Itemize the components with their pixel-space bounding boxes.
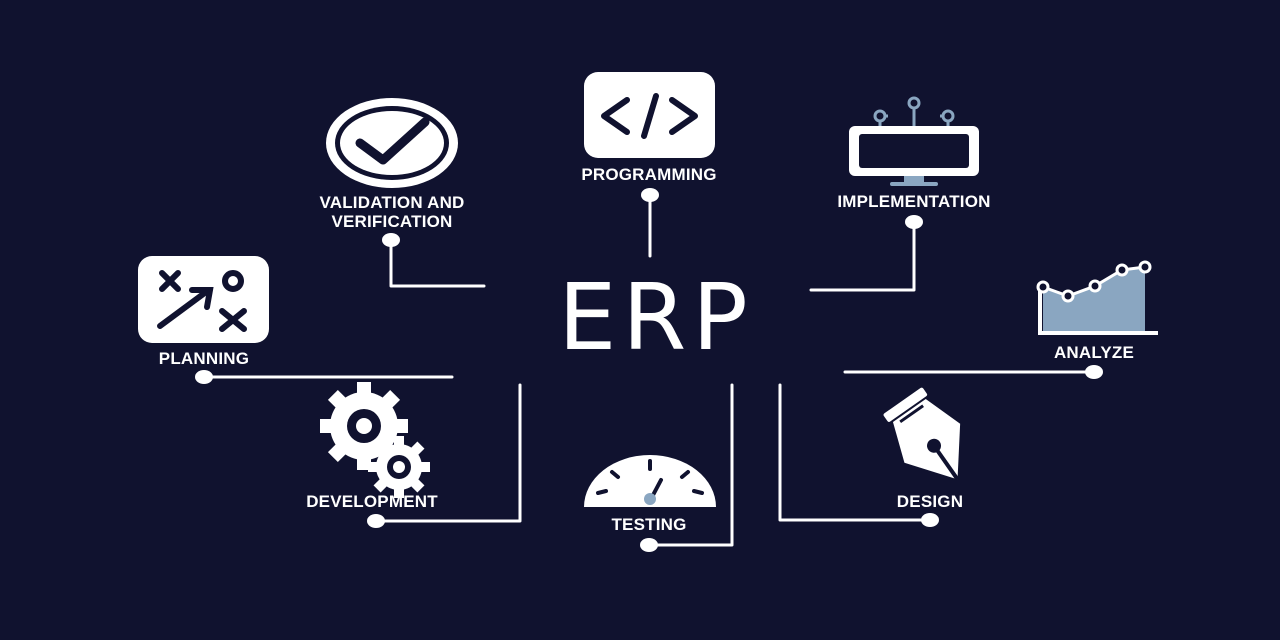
label-validation: VALIDATION AND VERIFICATION bbox=[319, 193, 464, 231]
monitor-icon bbox=[849, 96, 979, 186]
checkmark-icon bbox=[326, 98, 458, 188]
connector-testing bbox=[647, 383, 734, 547]
label-programming: PROGRAMMING bbox=[581, 165, 717, 184]
label-validation-line1: VALIDATION AND bbox=[319, 193, 465, 212]
label-implementation: IMPLEMENTATION bbox=[837, 192, 991, 211]
gauge-icon bbox=[584, 455, 716, 507]
connector-dot-validation bbox=[382, 233, 400, 247]
label-testing: TESTING bbox=[611, 515, 687, 534]
strategy-board-icon bbox=[138, 256, 269, 343]
erp-title: ERP bbox=[558, 264, 754, 371]
pen-nib-icon bbox=[883, 387, 961, 481]
label-analyze: ANALYZE bbox=[1053, 343, 1135, 362]
connector-dot-analyze bbox=[1085, 365, 1103, 379]
gears-icon bbox=[320, 382, 430, 498]
connector-dot-testing bbox=[640, 538, 658, 552]
label-validation-line2: VERIFICATION bbox=[331, 212, 453, 231]
connector-dot-programming bbox=[641, 188, 659, 202]
connector-dot-implementation bbox=[905, 215, 923, 229]
connector-design bbox=[778, 383, 932, 522]
code-icon bbox=[584, 72, 715, 158]
connector-validation bbox=[389, 239, 486, 288]
connector-dot-design bbox=[921, 513, 939, 527]
label-development: DEVELOPMENT bbox=[306, 492, 438, 511]
label-design: DESIGN bbox=[896, 492, 964, 511]
connector-implementation bbox=[809, 220, 916, 292]
connector-dot-planning bbox=[195, 370, 213, 384]
label-planning: PLANNING bbox=[158, 349, 250, 368]
connector-dot-development bbox=[367, 514, 385, 528]
area-chart-icon bbox=[1036, 260, 1158, 335]
connector-development bbox=[374, 383, 522, 523]
